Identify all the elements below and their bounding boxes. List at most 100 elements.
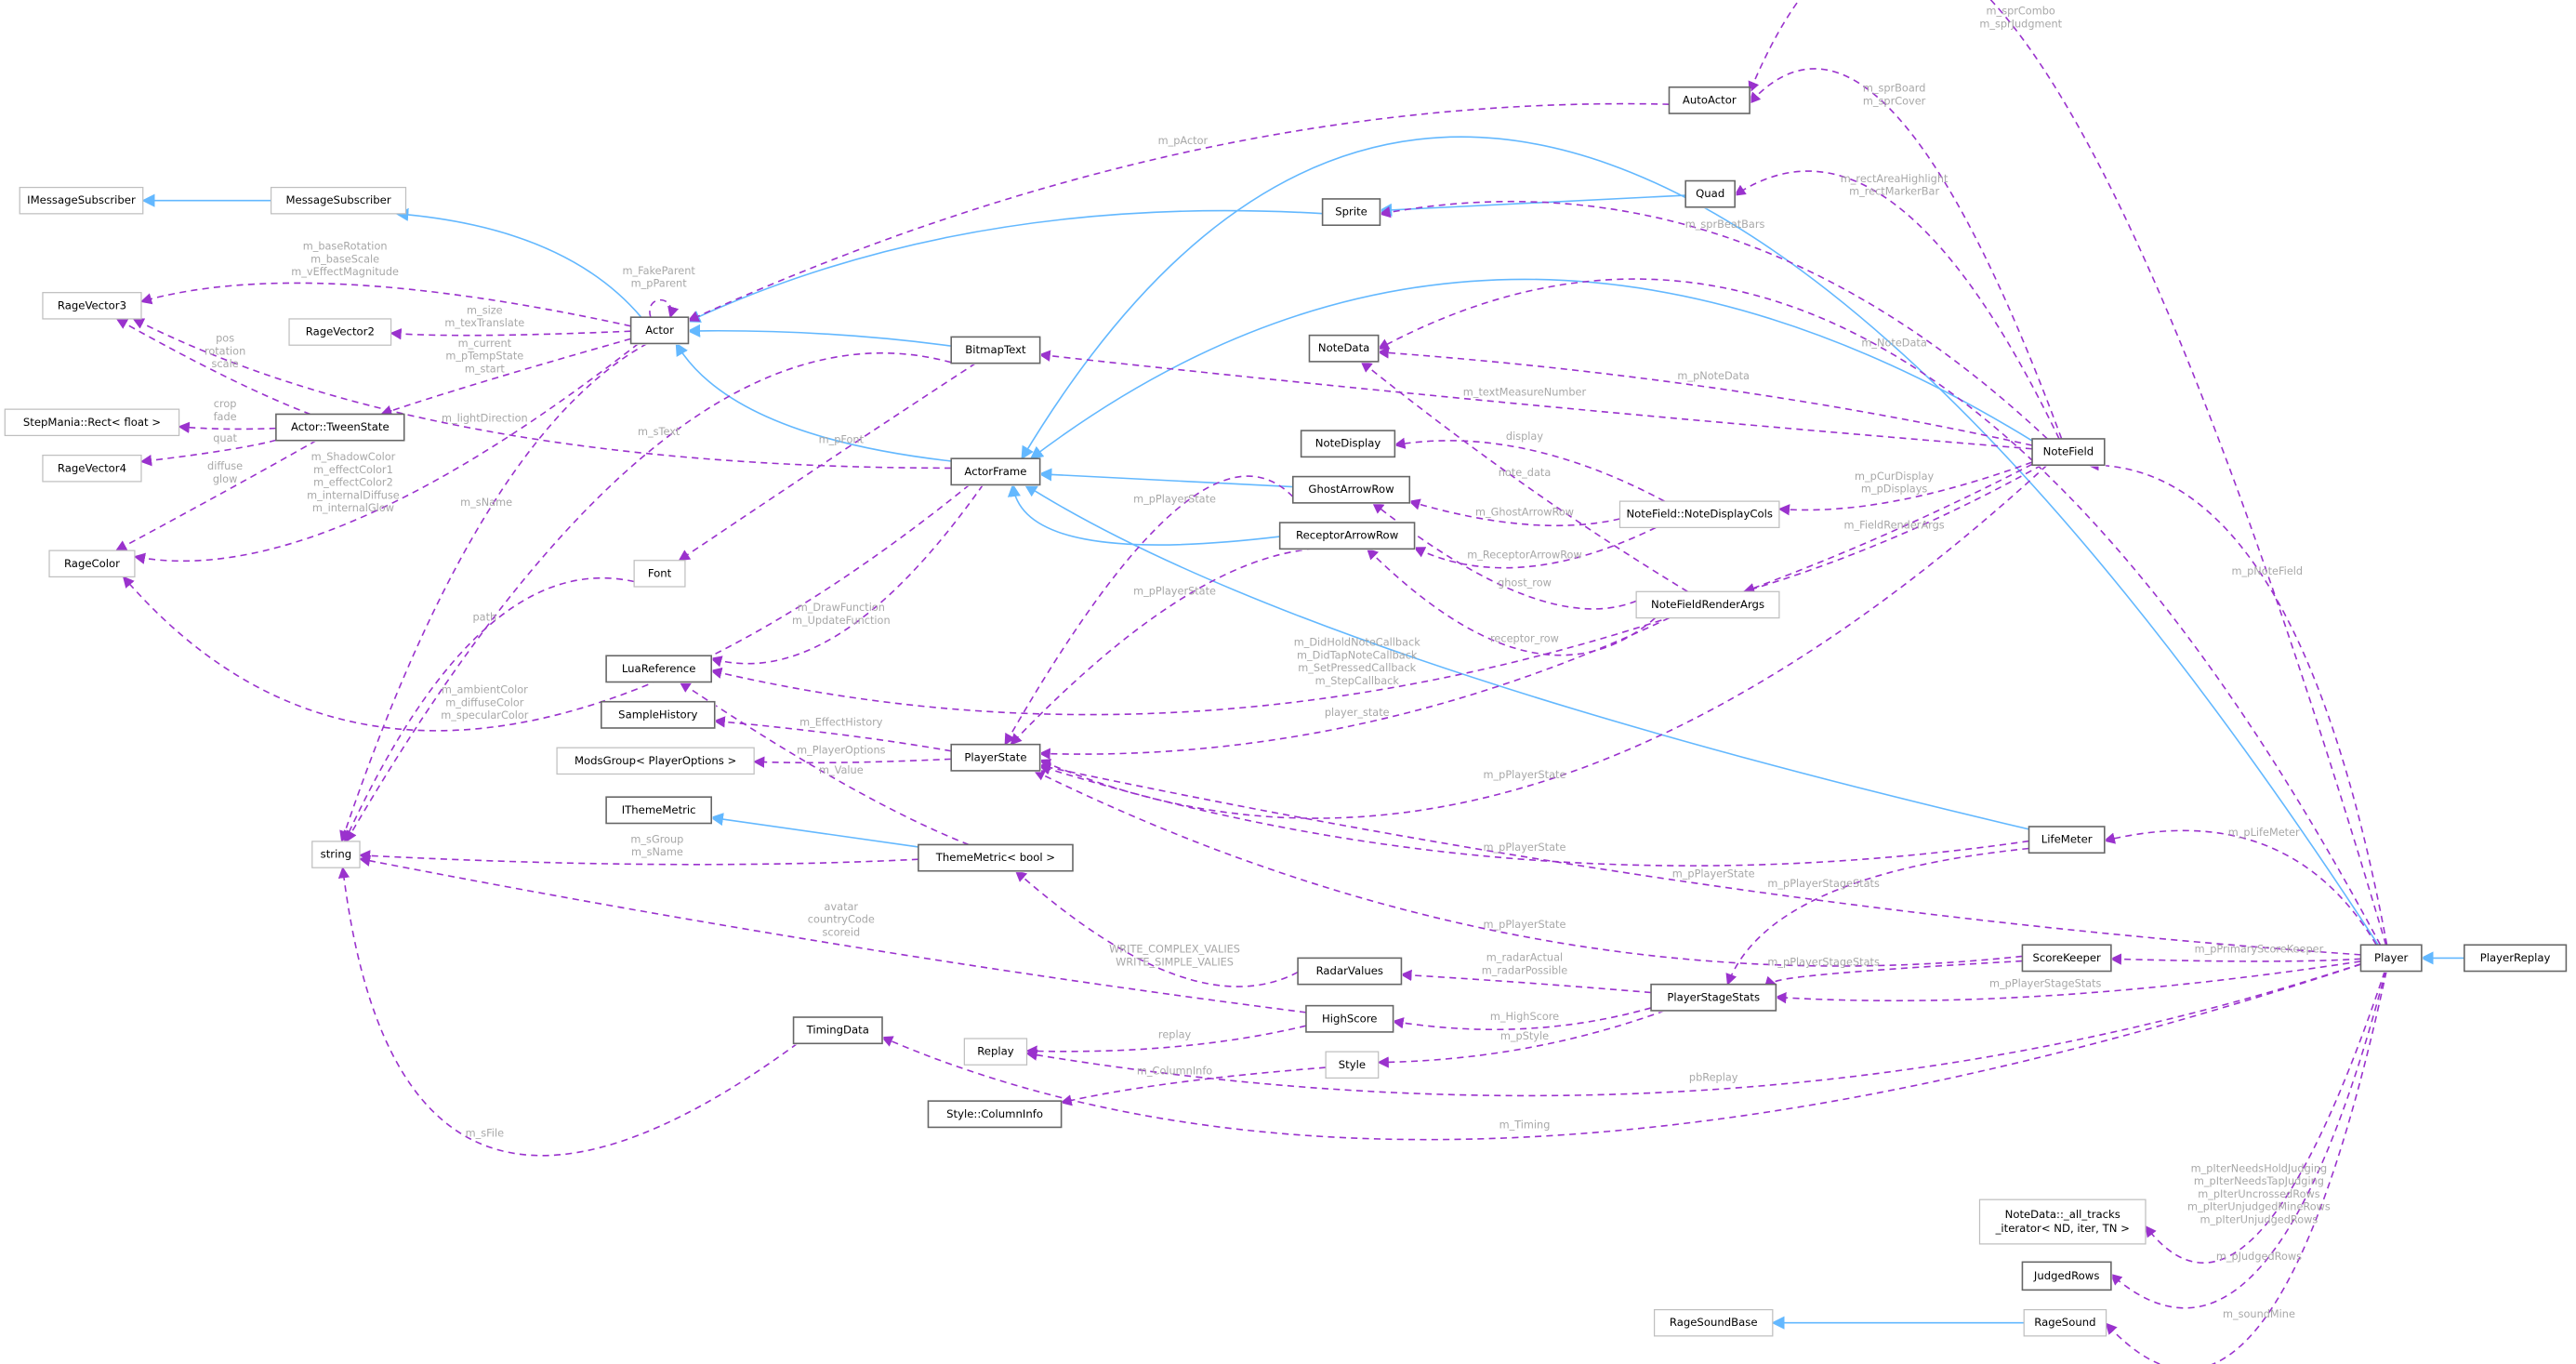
class-name: RageVector3	[58, 298, 126, 311]
edge-label-line: m_pActor	[1158, 135, 1209, 147]
edge-label: quat	[213, 432, 237, 444]
class-node-radarvalues[interactable]: RadarValues	[1297, 957, 1403, 987]
edge-label-line: diffuse	[207, 460, 243, 472]
class-node-sprite[interactable]: Sprite	[1321, 198, 1381, 227]
class-node-luareference[interactable]: LuaReference	[605, 655, 713, 683]
edge-label-line: note_data	[1499, 467, 1552, 479]
edge-label: m_textMeasureNumber	[1463, 386, 1587, 398]
class-name: PlayerReplay	[2480, 951, 2551, 964]
class-node-ragecolor[interactable]: RageColor	[48, 550, 136, 578]
class-node-columninfo[interactable]: Style::ColumnInfo	[927, 1100, 1063, 1129]
nodes-layer: IMessageSubscriber MessageSubscriberRageV…	[4, 86, 2568, 1337]
edge-label: path	[472, 612, 496, 624]
edge-label-line: m_diffuseColor	[445, 696, 524, 708]
edge-label-line: m_effectColor1	[313, 464, 393, 476]
edge-label-line: m_SetPressedCallback	[1298, 662, 1416, 674]
class-node-ragevector3[interactable]: RageVector3	[42, 292, 142, 320]
class-node-ragevector4[interactable]: RageVector4	[42, 455, 142, 483]
edge-label-line: m_pPlayerState	[1133, 493, 1216, 505]
edge-label-line: m_internalGlow	[312, 502, 394, 514]
class-name: LuaReference	[622, 662, 696, 675]
node-box	[918, 843, 1074, 872]
class-node-quad[interactable]: Quad	[1684, 179, 1737, 209]
class-node-string[interactable]: string	[311, 841, 361, 868]
class-node-ragesoundbase[interactable]: RageSoundBase	[1653, 1308, 1774, 1337]
class-node-font[interactable]: Font	[633, 560, 686, 588]
class-name: NoteDisplay	[1315, 437, 1381, 450]
class-node-notedisplaycols[interactable]: NoteField::NoteDisplayCols	[1618, 500, 1780, 528]
edge-label-line: m_pIterUnjudgedRows	[2200, 1213, 2318, 1225]
edge-label: m_pPlayerState	[1133, 585, 1216, 597]
member-edge-scorekeeper-to-playerstagestats	[1764, 960, 2023, 987]
edge-label-line: m_pIterNeedsTapJudging	[2194, 1175, 2324, 1187]
member-edge-player-to-replay	[1025, 962, 2361, 1097]
edge-label-line: m_vEffectMagnitude	[291, 266, 399, 278]
class-node-alltracksiterator[interactable]: NoteData::_all_tracks_iterator< ND, iter…	[1978, 1198, 2147, 1245]
class-node-actorframe[interactable]: ActorFrame	[950, 457, 1042, 486]
edge-label-line: countryCode	[808, 914, 875, 926]
edge-label-line: m_pJudgedRows	[2216, 1251, 2302, 1263]
node-box	[1618, 500, 1780, 528]
edge-label-line: m_start	[465, 363, 506, 375]
member-edge-font-to-string	[343, 576, 635, 843]
class-node-modsgroup[interactable]: ModsGroup< PlayerOptions >	[556, 747, 755, 775]
class-node-ghostarrowrow[interactable]: GhostArrowRow	[1292, 475, 1411, 505]
class-node-ragevector2[interactable]: RageVector2	[288, 318, 392, 346]
class-node-playerstagestats[interactable]: PlayerStageStats	[1650, 983, 1777, 1013]
edge-label-line: avatar	[825, 901, 859, 913]
class-node-playerreplay[interactable]: PlayerReplay	[2464, 944, 2568, 973]
class-node-notefieldrenderargs[interactable]: NoteFieldRenderArgs	[1635, 590, 1780, 619]
class-node-notedata[interactable]: NoteData	[1308, 334, 1380, 364]
edge-label-line: m_pNoteField	[2231, 565, 2303, 577]
class-node-autoactor[interactable]: AutoActor	[1668, 86, 1751, 115]
member-edge-tweenstate-to-ragevector3	[115, 318, 311, 416]
class-node-ragesound[interactable]: RageSound	[2023, 1308, 2107, 1337]
class-name: NoteField	[2043, 445, 2094, 458]
member-edge-notefield-to-notefieldrenderargs	[1742, 464, 2042, 595]
member-edge-bitmaptext-to-font	[678, 362, 976, 562]
class-node-tweenstate[interactable]: Actor::TweenState	[275, 413, 406, 443]
edge-label-line: m_specularColor	[441, 709, 529, 722]
class-node-receptorarrowrow[interactable]: ReceptorArrowRow	[1278, 522, 1416, 550]
inheritance-edge-lifemeter-to-actorframe	[1024, 483, 2029, 830]
class-node-judgedrows[interactable]: JudgedRows	[2021, 1261, 2113, 1291]
class-node-notedisplay[interactable]: NoteDisplay	[1300, 430, 1396, 458]
class-node-timingdata[interactable]: TimingData	[792, 1016, 884, 1045]
class-node-lifemeter[interactable]: LifeMeter	[2028, 826, 2107, 854]
edge-label-line: m_FieldRenderArgs	[1844, 520, 1945, 532]
class-node-actor[interactable]: Actor	[629, 316, 690, 345]
class-name: StepMania::Rect< float >	[23, 416, 161, 429]
class-node-replay[interactable]: Replay	[963, 1038, 1028, 1066]
edge-label: m_sText	[638, 426, 680, 438]
class-node-style[interactable]: Style	[1325, 1051, 1380, 1079]
class-name: string	[321, 848, 351, 861]
class-node-playerstate[interactable]: PlayerState	[950, 743, 1042, 773]
class-node-imessagesubscriber[interactable]: IMessageSubscriber	[19, 186, 144, 215]
node-box	[2023, 1308, 2107, 1337]
class-node-stepmaniarect[interactable]: StepMania::Rect< float >	[4, 408, 180, 437]
node-box	[311, 841, 361, 868]
class-node-samplehistory[interactable]: SampleHistory	[601, 700, 717, 730]
edge-label-line: m_sFile	[466, 1127, 504, 1139]
class-name: NoteData::_all_tracks	[2005, 1208, 2120, 1221]
class-node-ithememetric[interactable]: IThemeMetric	[605, 796, 713, 825]
edge-label-line: m_textMeasureNumber	[1463, 386, 1587, 398]
edge-label: m_PlayerOptions	[797, 745, 886, 757]
class-node-messagesubscriber[interactable]: MessageSubscriber	[270, 186, 407, 215]
member-edge-tweenstate-to-ragecolor	[114, 440, 317, 551]
class-node-notefield[interactable]: NoteField	[2031, 438, 2107, 467]
edge-label: m_pNoteField	[2231, 565, 2303, 577]
class-node-thememetric[interactable]: ThemeMetric< bool >	[918, 843, 1075, 873]
class-node-scorekeeper[interactable]: ScoreKeeper	[2021, 944, 2113, 973]
class-node-highscore[interactable]: HighScore	[1305, 1004, 1395, 1034]
class-node-bitmaptext[interactable]: BitmapText	[950, 336, 1042, 365]
edge-label-line: m_pStyle	[1500, 1030, 1549, 1042]
class-node-player[interactable]: Player	[2359, 944, 2424, 973]
member-edge-playerstate-to-samplehistory	[713, 716, 952, 752]
inheritance-edge-actor-to-messagesubscriber	[395, 207, 642, 318]
